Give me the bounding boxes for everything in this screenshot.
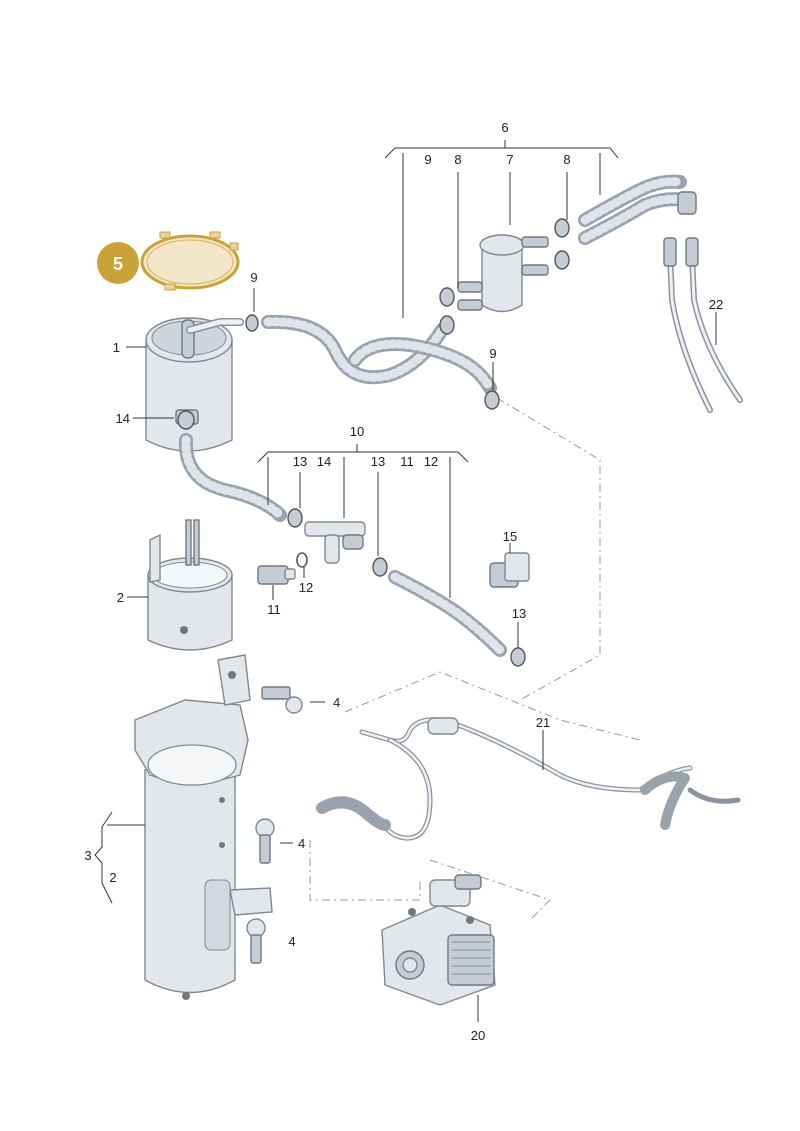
- label-3: 3: [84, 848, 91, 863]
- label-4: 4: [333, 695, 340, 710]
- label-21: 21: [536, 715, 550, 730]
- part-12-seal-ring[interactable]: [296, 552, 308, 568]
- leader-lines: [94, 140, 717, 1022]
- label-13: 13: [512, 606, 526, 621]
- label-2: 2: [117, 590, 124, 605]
- label-15: 15: [503, 529, 517, 544]
- label-10: 10: [350, 424, 364, 439]
- part-11-sensor[interactable]: [257, 565, 296, 585]
- label-13: 13: [371, 454, 385, 469]
- hoses[interactable]: [178, 174, 692, 657]
- connection-lines: [309, 397, 641, 921]
- label-22: 22: [709, 297, 723, 312]
- label-12: 12: [299, 580, 313, 595]
- callout-labels: 6 9 8 7 8 9 1 9 14 10 13 14 13 11 12 15 …: [84, 120, 723, 1043]
- part-1-fuel-filter[interactable]: [145, 317, 244, 452]
- label-4: 4: [288, 934, 295, 949]
- label-11: 11: [400, 454, 414, 469]
- part-4-bolt-b[interactable]: [255, 818, 275, 864]
- part-22-return-lines[interactable]: [663, 191, 743, 413]
- label-2: 2: [109, 870, 116, 885]
- part-2-bracket[interactable]: [147, 519, 233, 651]
- label-13: 13: [293, 454, 307, 469]
- part-4-bolt-c[interactable]: [246, 918, 266, 964]
- label-8: 8: [454, 152, 461, 167]
- part-10-t-piece[interactable]: [304, 521, 366, 564]
- label-4: 4: [298, 836, 305, 851]
- label-20: 20: [471, 1028, 485, 1043]
- part-21-fuel-line[interactable]: [316, 717, 741, 841]
- part-20-pump[interactable]: [381, 874, 496, 1006]
- label-9: 9: [424, 152, 431, 167]
- label-11: 11: [267, 602, 281, 617]
- label-12: 12: [424, 454, 438, 469]
- part-4-bolt-a[interactable]: [261, 686, 303, 714]
- label-9: 9: [250, 270, 257, 285]
- label-9: 9: [489, 346, 496, 361]
- part-5-badge: 5: [97, 242, 139, 284]
- label-7: 7: [506, 152, 513, 167]
- label-8: 8: [563, 152, 570, 167]
- part-3-heat-shield[interactable]: [134, 654, 273, 1000]
- clamps[interactable]: [177, 218, 570, 667]
- label-1: 1: [113, 340, 120, 355]
- label-14: 14: [317, 454, 331, 469]
- part-5-seal-ring[interactable]: [140, 231, 240, 291]
- part-7-valve[interactable]: [457, 234, 549, 313]
- label-14: 14: [116, 411, 130, 426]
- badge-circle: [97, 242, 139, 284]
- part-15-holder[interactable]: [489, 552, 530, 588]
- badge-number: 5: [113, 254, 123, 274]
- label-6: 6: [501, 120, 508, 135]
